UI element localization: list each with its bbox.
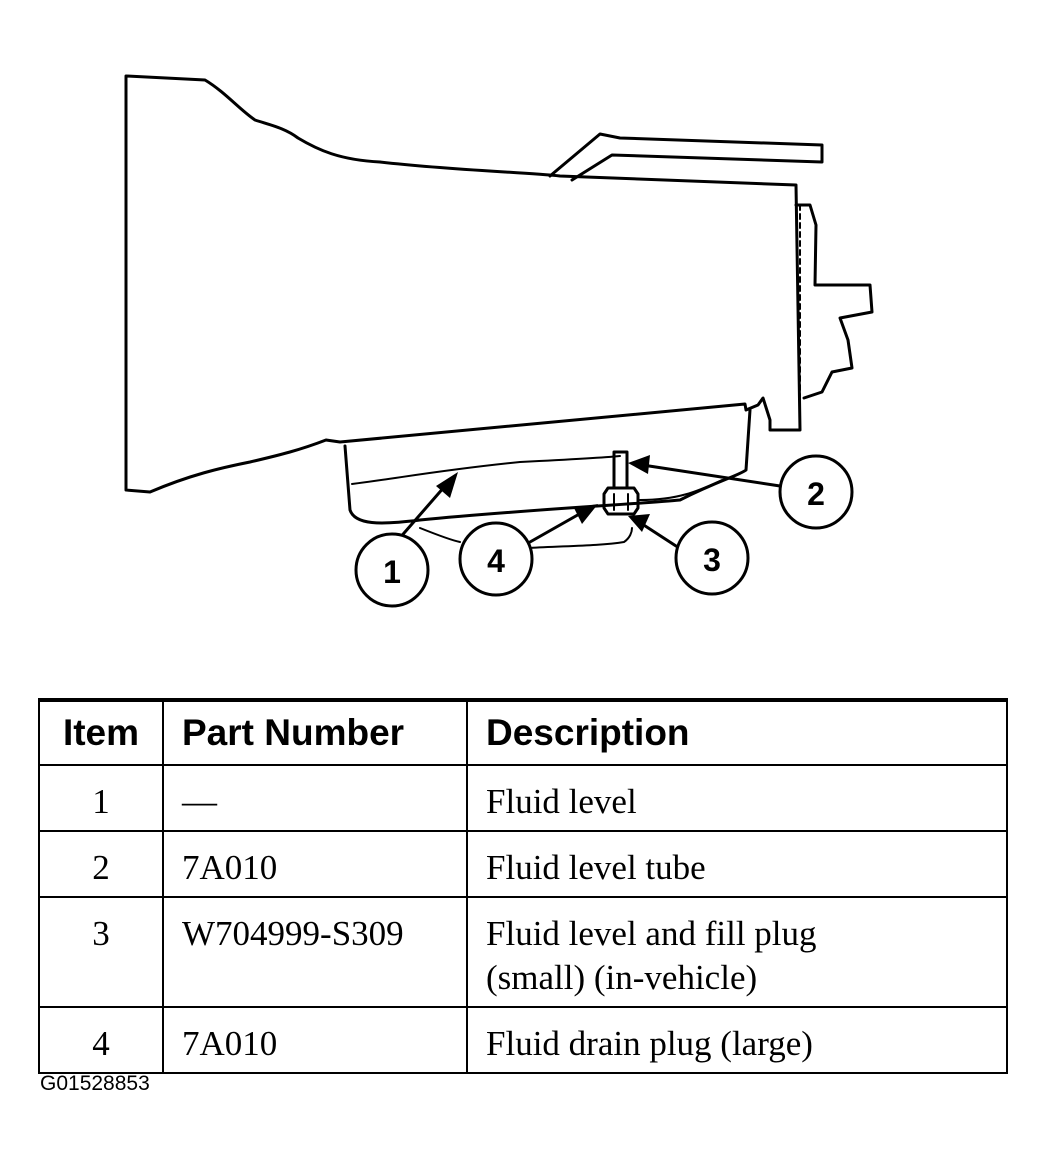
header-description: Description bbox=[466, 699, 1008, 766]
part-number-cell: — bbox=[162, 764, 468, 832]
callout-circle-2 bbox=[778, 454, 854, 530]
item-cell: 1 bbox=[38, 764, 164, 832]
callout-label-2: 2 bbox=[807, 476, 825, 512]
callout-circle-3 bbox=[674, 520, 750, 596]
top-tube bbox=[548, 132, 824, 182]
description-line: Fluid level bbox=[486, 782, 637, 821]
part-number-cell: W704999-S309 bbox=[162, 896, 468, 1008]
fluid-level-tube bbox=[612, 450, 629, 490]
description-cell: Fluid level and fill plug (small) (in-ve… bbox=[466, 896, 1008, 1008]
fluid-level-line bbox=[351, 455, 621, 485]
leader-line-2 bbox=[634, 462, 782, 488]
table-row: 3 W704999-S309 Fluid level and fill plug… bbox=[38, 896, 1008, 1008]
pan-lower-curve bbox=[639, 479, 723, 501]
callout-circle-1 bbox=[354, 532, 430, 608]
figure-code: G01528853 bbox=[40, 1072, 150, 1095]
table-row: 1 — Fluid level bbox=[38, 764, 1008, 832]
table-header-row: Item Part Number Description bbox=[38, 699, 1008, 766]
callout-label-3: 3 bbox=[703, 542, 721, 578]
pan-rail-line bbox=[339, 403, 746, 443]
transmission-case-outline bbox=[124, 74, 802, 494]
item-cell: 4 bbox=[38, 1006, 164, 1074]
part-number-cell: 7A010 bbox=[162, 1006, 468, 1074]
parts-table: Item Part Number Description 1 — Fluid l… bbox=[38, 698, 1008, 1074]
arrowhead-1 bbox=[436, 472, 458, 498]
description-line-2: (small) (in-vehicle) bbox=[486, 958, 758, 997]
part-number-cell: 7A010 bbox=[162, 830, 468, 898]
description-cell: Fluid drain plug (large) bbox=[466, 1006, 1008, 1074]
fill-plug bbox=[602, 486, 640, 516]
oil-pan bbox=[343, 408, 752, 525]
rear-housing bbox=[794, 203, 874, 400]
description-cell: Fluid level bbox=[466, 764, 1008, 832]
description-cell: Fluid level tube bbox=[466, 830, 1008, 898]
table-row: 4 7A010 Fluid drain plug (large) bbox=[38, 1006, 1008, 1074]
transmission-diagram: 1 2 3 4 bbox=[124, 74, 874, 608]
item-cell: 3 bbox=[38, 896, 164, 1008]
header-item: Item bbox=[38, 699, 164, 766]
callout-circle-4 bbox=[458, 521, 534, 597]
description-line: Fluid drain plug (large) bbox=[486, 1024, 813, 1063]
arrowhead-4 bbox=[574, 504, 598, 524]
callout-label-1: 1 bbox=[383, 554, 401, 590]
item-cell: 2 bbox=[38, 830, 164, 898]
table-row: 2 7A010 Fluid level tube bbox=[38, 830, 1008, 898]
callout-label-4: 4 bbox=[487, 543, 505, 579]
description-line: Fluid level and fill plug bbox=[486, 914, 817, 953]
arrowhead-3 bbox=[628, 514, 650, 532]
description-line: Fluid level tube bbox=[486, 848, 706, 887]
header-part-number: Part Number bbox=[162, 699, 468, 766]
lower-contour bbox=[419, 527, 633, 549]
arrowhead-2 bbox=[628, 455, 650, 474]
